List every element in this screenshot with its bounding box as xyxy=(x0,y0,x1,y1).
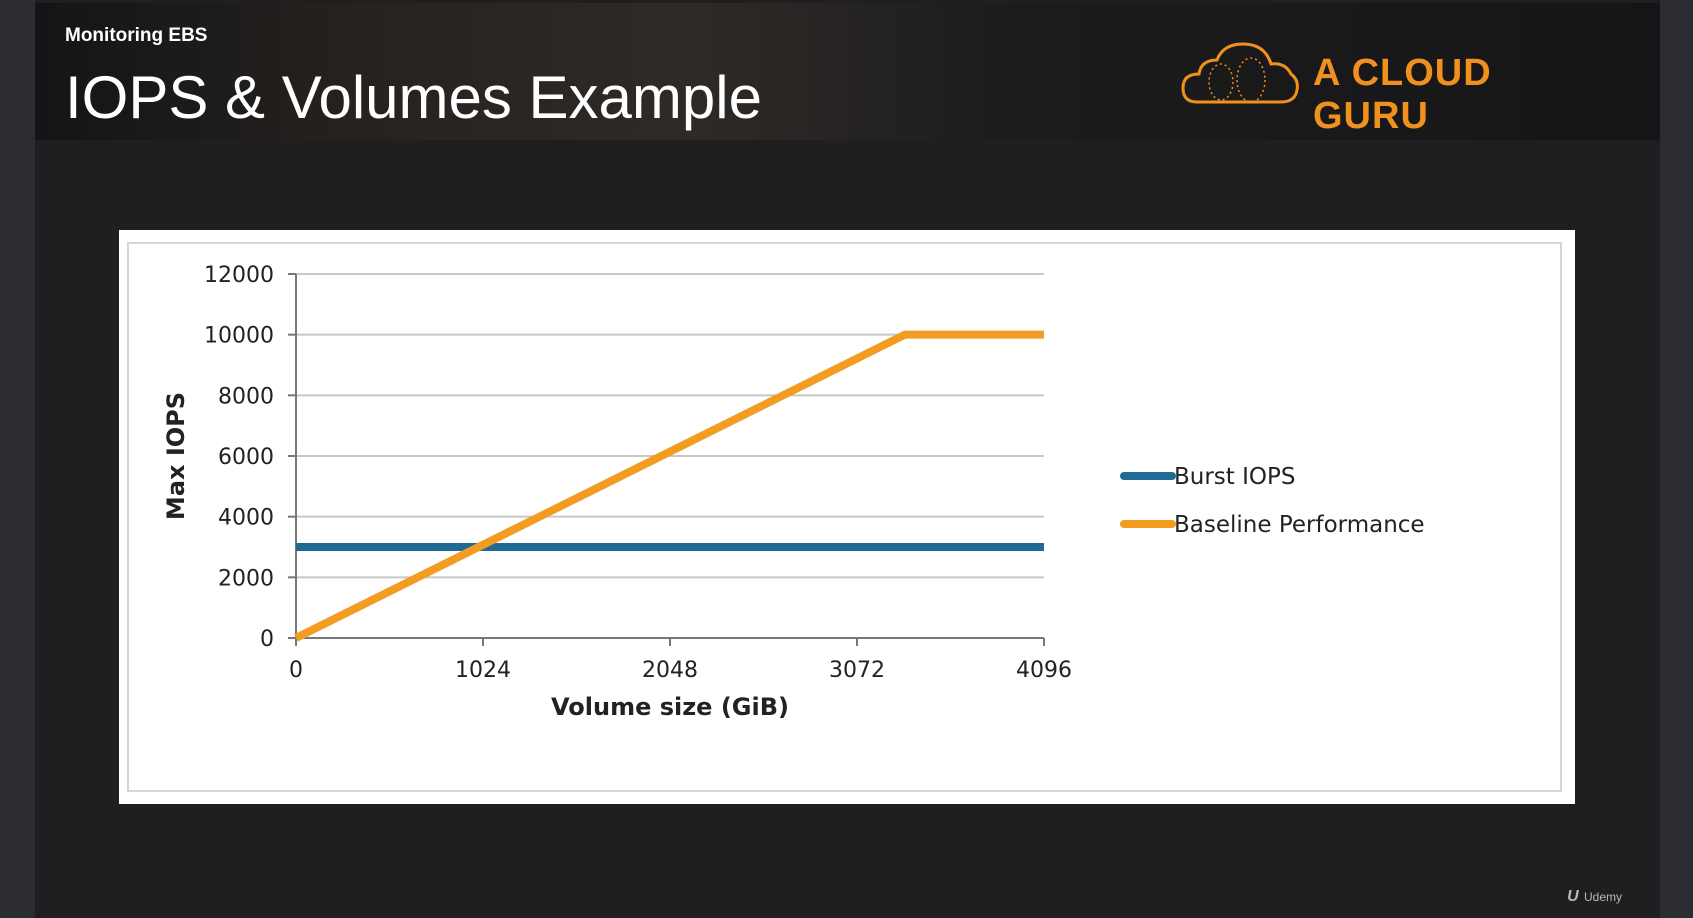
y-tick-label: 2000 xyxy=(218,566,274,591)
y-tick-label: 8000 xyxy=(218,384,274,409)
slide: Monitoring EBS IOPS & Volumes Example A … xyxy=(35,0,1660,918)
x-tick-label: 0 xyxy=(289,658,303,683)
y-tick-label: 0 xyxy=(260,627,274,652)
legend-label: Burst IOPS xyxy=(1174,464,1295,490)
y-tick-label: 4000 xyxy=(218,506,274,531)
y-tick-label: 6000 xyxy=(218,445,274,470)
line-chart: 0 2000 4000 6000 8000 10000 12000 0 1024 2048 3072… xyxy=(162,263,1425,721)
y-tick-label: 10000 xyxy=(204,324,274,349)
series-line-2 xyxy=(294,330,1044,642)
udemy-label: Udemy xyxy=(1583,890,1622,904)
y-axis-title: Max IOPS xyxy=(162,392,190,520)
chart-panel: 0 2000 4000 6000 8000 10000 12000 0 1024 2048 3072… xyxy=(119,230,1575,804)
brand-name: A CLOUD GURU xyxy=(1313,52,1492,137)
cloud-icon xyxy=(1181,42,1299,104)
slide-header: Monitoring EBS IOPS & Volumes Example A … xyxy=(35,3,1660,140)
chart-border: 0 2000 4000 6000 8000 10000 12000 0 1024 2048 3072… xyxy=(127,242,1562,792)
udemy-icon: U xyxy=(1567,888,1579,905)
x-tick-label: 2048 xyxy=(642,658,698,683)
x-tick-label: 4096 xyxy=(1016,658,1072,683)
slide-title: IOPS & Volumes Example xyxy=(65,64,762,131)
slide-subtitle: Monitoring EBS xyxy=(65,25,208,46)
y-tick-label: 12000 xyxy=(204,263,274,288)
x-axis-title: Volume size (GiB) xyxy=(551,693,789,721)
x-tick-label: 3072 xyxy=(829,658,885,683)
brand-logo: A CLOUD GURU xyxy=(1181,36,1601,137)
legend-label: Baseline Performance xyxy=(1174,512,1425,538)
udemy-watermark: U Udemy xyxy=(1567,888,1622,906)
x-tick-label: 1024 xyxy=(455,658,511,683)
